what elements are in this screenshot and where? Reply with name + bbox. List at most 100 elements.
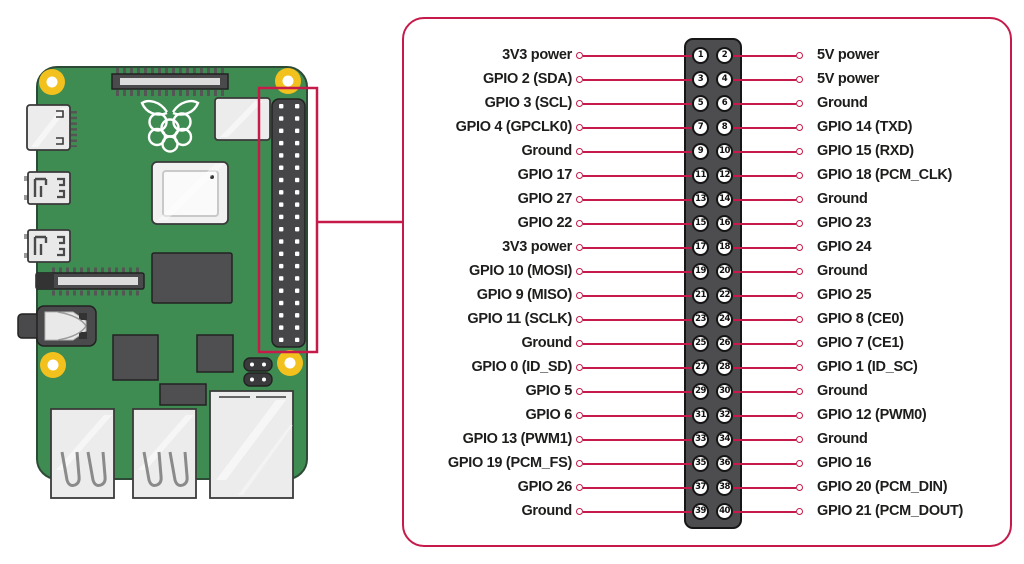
pin-row: Ground 39 40 GPIO 21 (PCM_DOUT) bbox=[404, 500, 1010, 524]
pin-pair: 21 22 bbox=[692, 287, 733, 304]
connector-wire bbox=[583, 462, 692, 465]
connector-dot-icon bbox=[576, 124, 583, 131]
connector-wire bbox=[733, 438, 796, 441]
pin-label-right: GPIO 12 (PWM0) bbox=[817, 407, 927, 424]
pin-number-even: 26 bbox=[716, 335, 733, 352]
connector-dot-icon bbox=[796, 292, 803, 299]
pin-row: Ground 9 10 GPIO 15 (RXD) bbox=[404, 140, 1010, 164]
pin-number-even: 40 bbox=[716, 503, 733, 520]
pin-label-right: GPIO 21 (PCM_DOUT) bbox=[817, 503, 964, 520]
connector-dot-icon bbox=[796, 172, 803, 179]
connector-wire bbox=[733, 222, 796, 225]
connector-dot-icon bbox=[576, 244, 583, 251]
mounting-holes bbox=[39, 68, 303, 378]
connector-wire bbox=[583, 414, 692, 417]
connector-dot-icon bbox=[576, 268, 583, 275]
pin-number-even: 32 bbox=[716, 407, 733, 424]
pin-row: GPIO 4 (GPCLK0) 7 8 GPIO 14 (TXD) bbox=[404, 116, 1010, 140]
connector-left bbox=[572, 44, 692, 68]
connector-right bbox=[733, 212, 805, 236]
connector-left bbox=[572, 308, 692, 332]
pin-label-left: GPIO 6 bbox=[525, 407, 572, 424]
pin-label-left: GPIO 11 (SCLK) bbox=[467, 311, 572, 328]
connector-left bbox=[572, 116, 692, 140]
pin-label-right: GPIO 25 bbox=[817, 287, 872, 304]
pin-label-left: GPIO 0 (ID_SD) bbox=[471, 359, 572, 376]
pin-pair: 37 38 bbox=[692, 479, 733, 496]
connector-left bbox=[572, 356, 692, 380]
pin-number-even: 22 bbox=[716, 287, 733, 304]
connector-dot-icon bbox=[576, 292, 583, 299]
pin-label-right: Ground bbox=[817, 95, 868, 112]
pin-number-odd: 37 bbox=[692, 479, 709, 496]
pin-row: GPIO 27 13 14 Ground bbox=[404, 188, 1010, 212]
pin-row: GPIO 10 (MOSI) 19 20 Ground bbox=[404, 260, 1010, 284]
connector-dot-icon bbox=[796, 76, 803, 83]
connector-wire bbox=[583, 150, 692, 153]
pin-number-even: 6 bbox=[716, 95, 733, 112]
connector-wire bbox=[733, 54, 796, 57]
connector-dot-icon bbox=[576, 316, 583, 323]
wifi-chip bbox=[214, 97, 271, 141]
connector-right bbox=[733, 44, 805, 68]
pin-number-even: 14 bbox=[716, 191, 733, 208]
pin-label-right: GPIO 24 bbox=[817, 239, 872, 256]
connector-dot-icon bbox=[576, 76, 583, 83]
connector-right bbox=[733, 140, 805, 164]
display-connector bbox=[35, 267, 145, 296]
connector-dot-icon bbox=[796, 484, 803, 491]
connector-wire bbox=[583, 198, 692, 201]
connector-wire bbox=[733, 270, 796, 273]
connector-right bbox=[733, 164, 805, 188]
connector-right bbox=[733, 188, 805, 212]
pin-label-right: GPIO 23 bbox=[817, 215, 872, 232]
connector-wire bbox=[733, 294, 796, 297]
pin-pair: 25 26 bbox=[692, 335, 733, 352]
pin-number-odd: 21 bbox=[692, 287, 709, 304]
connector-dot-icon bbox=[796, 316, 803, 323]
pin-label-right: 5V power bbox=[817, 47, 880, 64]
pin-label-right: GPIO 15 (RXD) bbox=[817, 143, 914, 160]
connector-dot-icon bbox=[576, 388, 583, 395]
connector-wire bbox=[733, 510, 796, 513]
pin-number-odd: 1 bbox=[692, 47, 709, 64]
hdmi-port bbox=[26, 104, 77, 151]
usb-stack-port bbox=[50, 408, 115, 499]
pin-pair: 33 34 bbox=[692, 431, 733, 448]
pin-label-right: GPIO 8 (CE0) bbox=[817, 311, 904, 328]
pin-number-odd: 9 bbox=[692, 143, 709, 160]
poe-jumper-header bbox=[243, 357, 273, 387]
pin-label-left: GPIO 26 bbox=[517, 479, 573, 496]
pin-number-odd: 35 bbox=[692, 455, 709, 472]
connector-left bbox=[572, 452, 692, 476]
connector-dot-icon bbox=[796, 244, 803, 251]
connector-dot-icon bbox=[796, 340, 803, 347]
pin-number-even: 30 bbox=[716, 383, 733, 400]
connector-wire bbox=[583, 294, 692, 297]
pin-row: GPIO 3 (SCL) 5 6 Ground bbox=[404, 92, 1010, 116]
connector-left bbox=[572, 260, 692, 284]
connector-right bbox=[733, 116, 805, 140]
pin-number-even: 2 bbox=[716, 47, 733, 64]
pin-row: GPIO 13 (PWM1) 33 34 Ground bbox=[404, 428, 1010, 452]
connector-wire bbox=[583, 126, 692, 129]
pin-row: GPIO 6 31 32 GPIO 12 (PWM0) bbox=[404, 404, 1010, 428]
connector-right bbox=[733, 260, 805, 284]
pin-pair: 31 32 bbox=[692, 407, 733, 424]
connector-dot-icon bbox=[576, 220, 583, 227]
connector-wire bbox=[583, 318, 692, 321]
raspberry-logo-icon bbox=[140, 99, 200, 153]
connector-wire bbox=[733, 342, 796, 345]
connector-right bbox=[733, 284, 805, 308]
pin-label-right: Ground bbox=[817, 191, 868, 208]
pin-number-even: 16 bbox=[716, 215, 733, 232]
connector-left bbox=[572, 380, 692, 404]
pin-label-left: GPIO 10 (MOSI) bbox=[469, 263, 572, 280]
pin-label-right: GPIO 20 (PCM_DIN) bbox=[817, 479, 948, 496]
connector-dot-icon bbox=[796, 412, 803, 419]
pin-pair: 3 4 bbox=[692, 71, 733, 88]
pin-label-left: Ground bbox=[521, 503, 572, 520]
pin-pair: 23 24 bbox=[692, 311, 733, 328]
pin-label-left: Ground bbox=[521, 335, 572, 352]
